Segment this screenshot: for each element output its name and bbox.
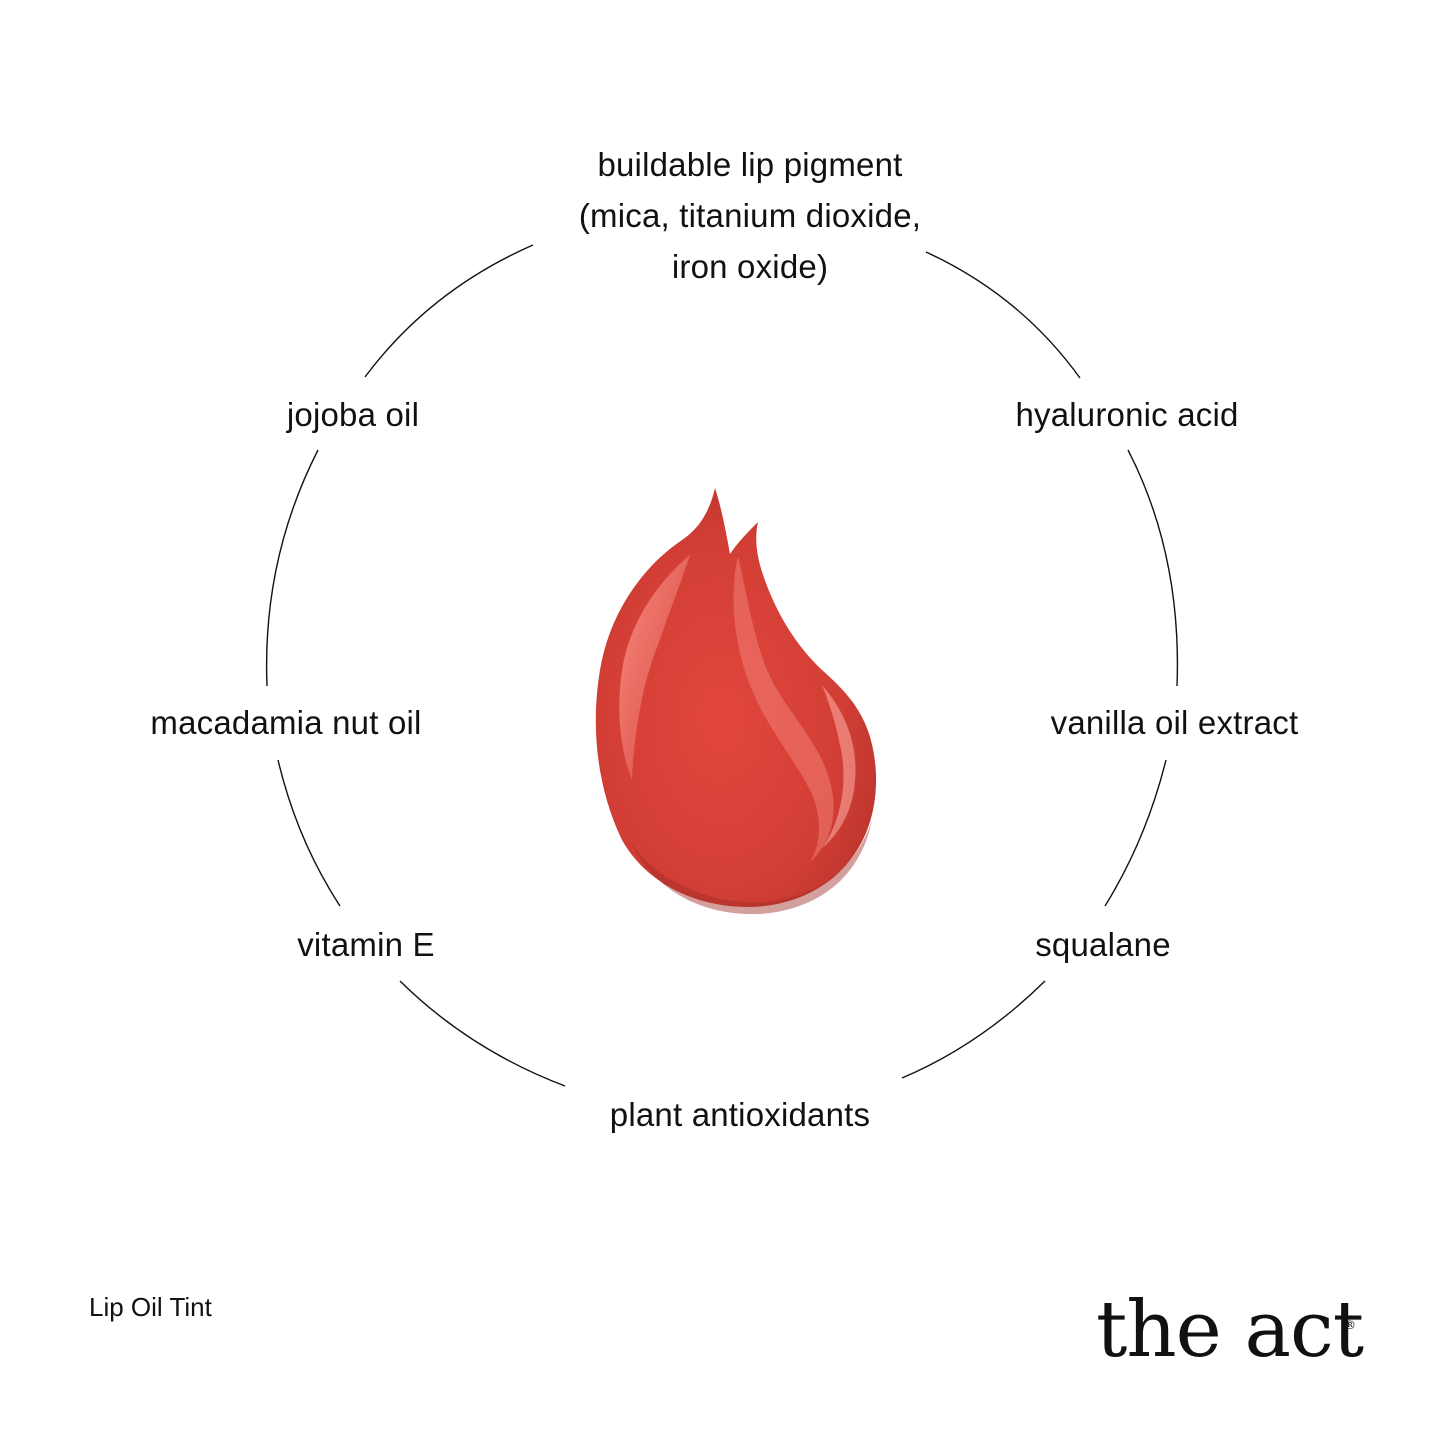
swatch-shadow-bottom [630,820,872,915]
ring-arc-left-upper [265,449,319,687]
ingredient-label-jojoba: jojoba oil [286,396,420,433]
ingredient-label-macadamia: macadamia nut oil [150,704,422,741]
lip-oil-swatch [595,488,877,915]
ingredient-label-hyaluronic: hyaluronic acid [1015,396,1239,433]
brand-logo: the act [1096,1285,1364,1375]
ring-arc-right-upper [1127,449,1179,687]
ring-arc-left-lower [277,759,341,907]
ingredient-label-vanilla: vanilla oil extract [1050,704,1299,741]
swatch-highlight-left [619,555,690,780]
ingredient-label-pigment-line-3: iron oxide) [671,248,829,285]
swatch-highlight-right [822,685,856,848]
brand-logo-registered-mark: ® [1344,1318,1356,1332]
ring-arc-bottom-left [399,980,566,1087]
ring-arc-bottom-right [901,980,1046,1079]
ring-arc-top-right [925,251,1081,379]
ingredient-label-antioxidants: plant antioxidants [609,1096,871,1133]
ingredient-label-squalane: squalane [1035,926,1171,963]
brand-logo-text: the act [1096,1285,1364,1375]
ring-arc-right-lower [1104,759,1167,907]
ingredient-label-pigment-line-2: (mica, titanium dioxide, [578,197,922,234]
product-name: Lip Oil Tint [89,1292,212,1322]
ring-arc-top-left [364,244,534,378]
ingredient-label-pigment: buildable lip pigment (mica, titanium di… [540,139,960,292]
ingredient-label-pigment-line-1: buildable lip pigment [597,146,903,183]
swatch-highlight-ridge [733,556,834,862]
ingredient-label-vitamin-e: vitamin E [297,926,435,963]
